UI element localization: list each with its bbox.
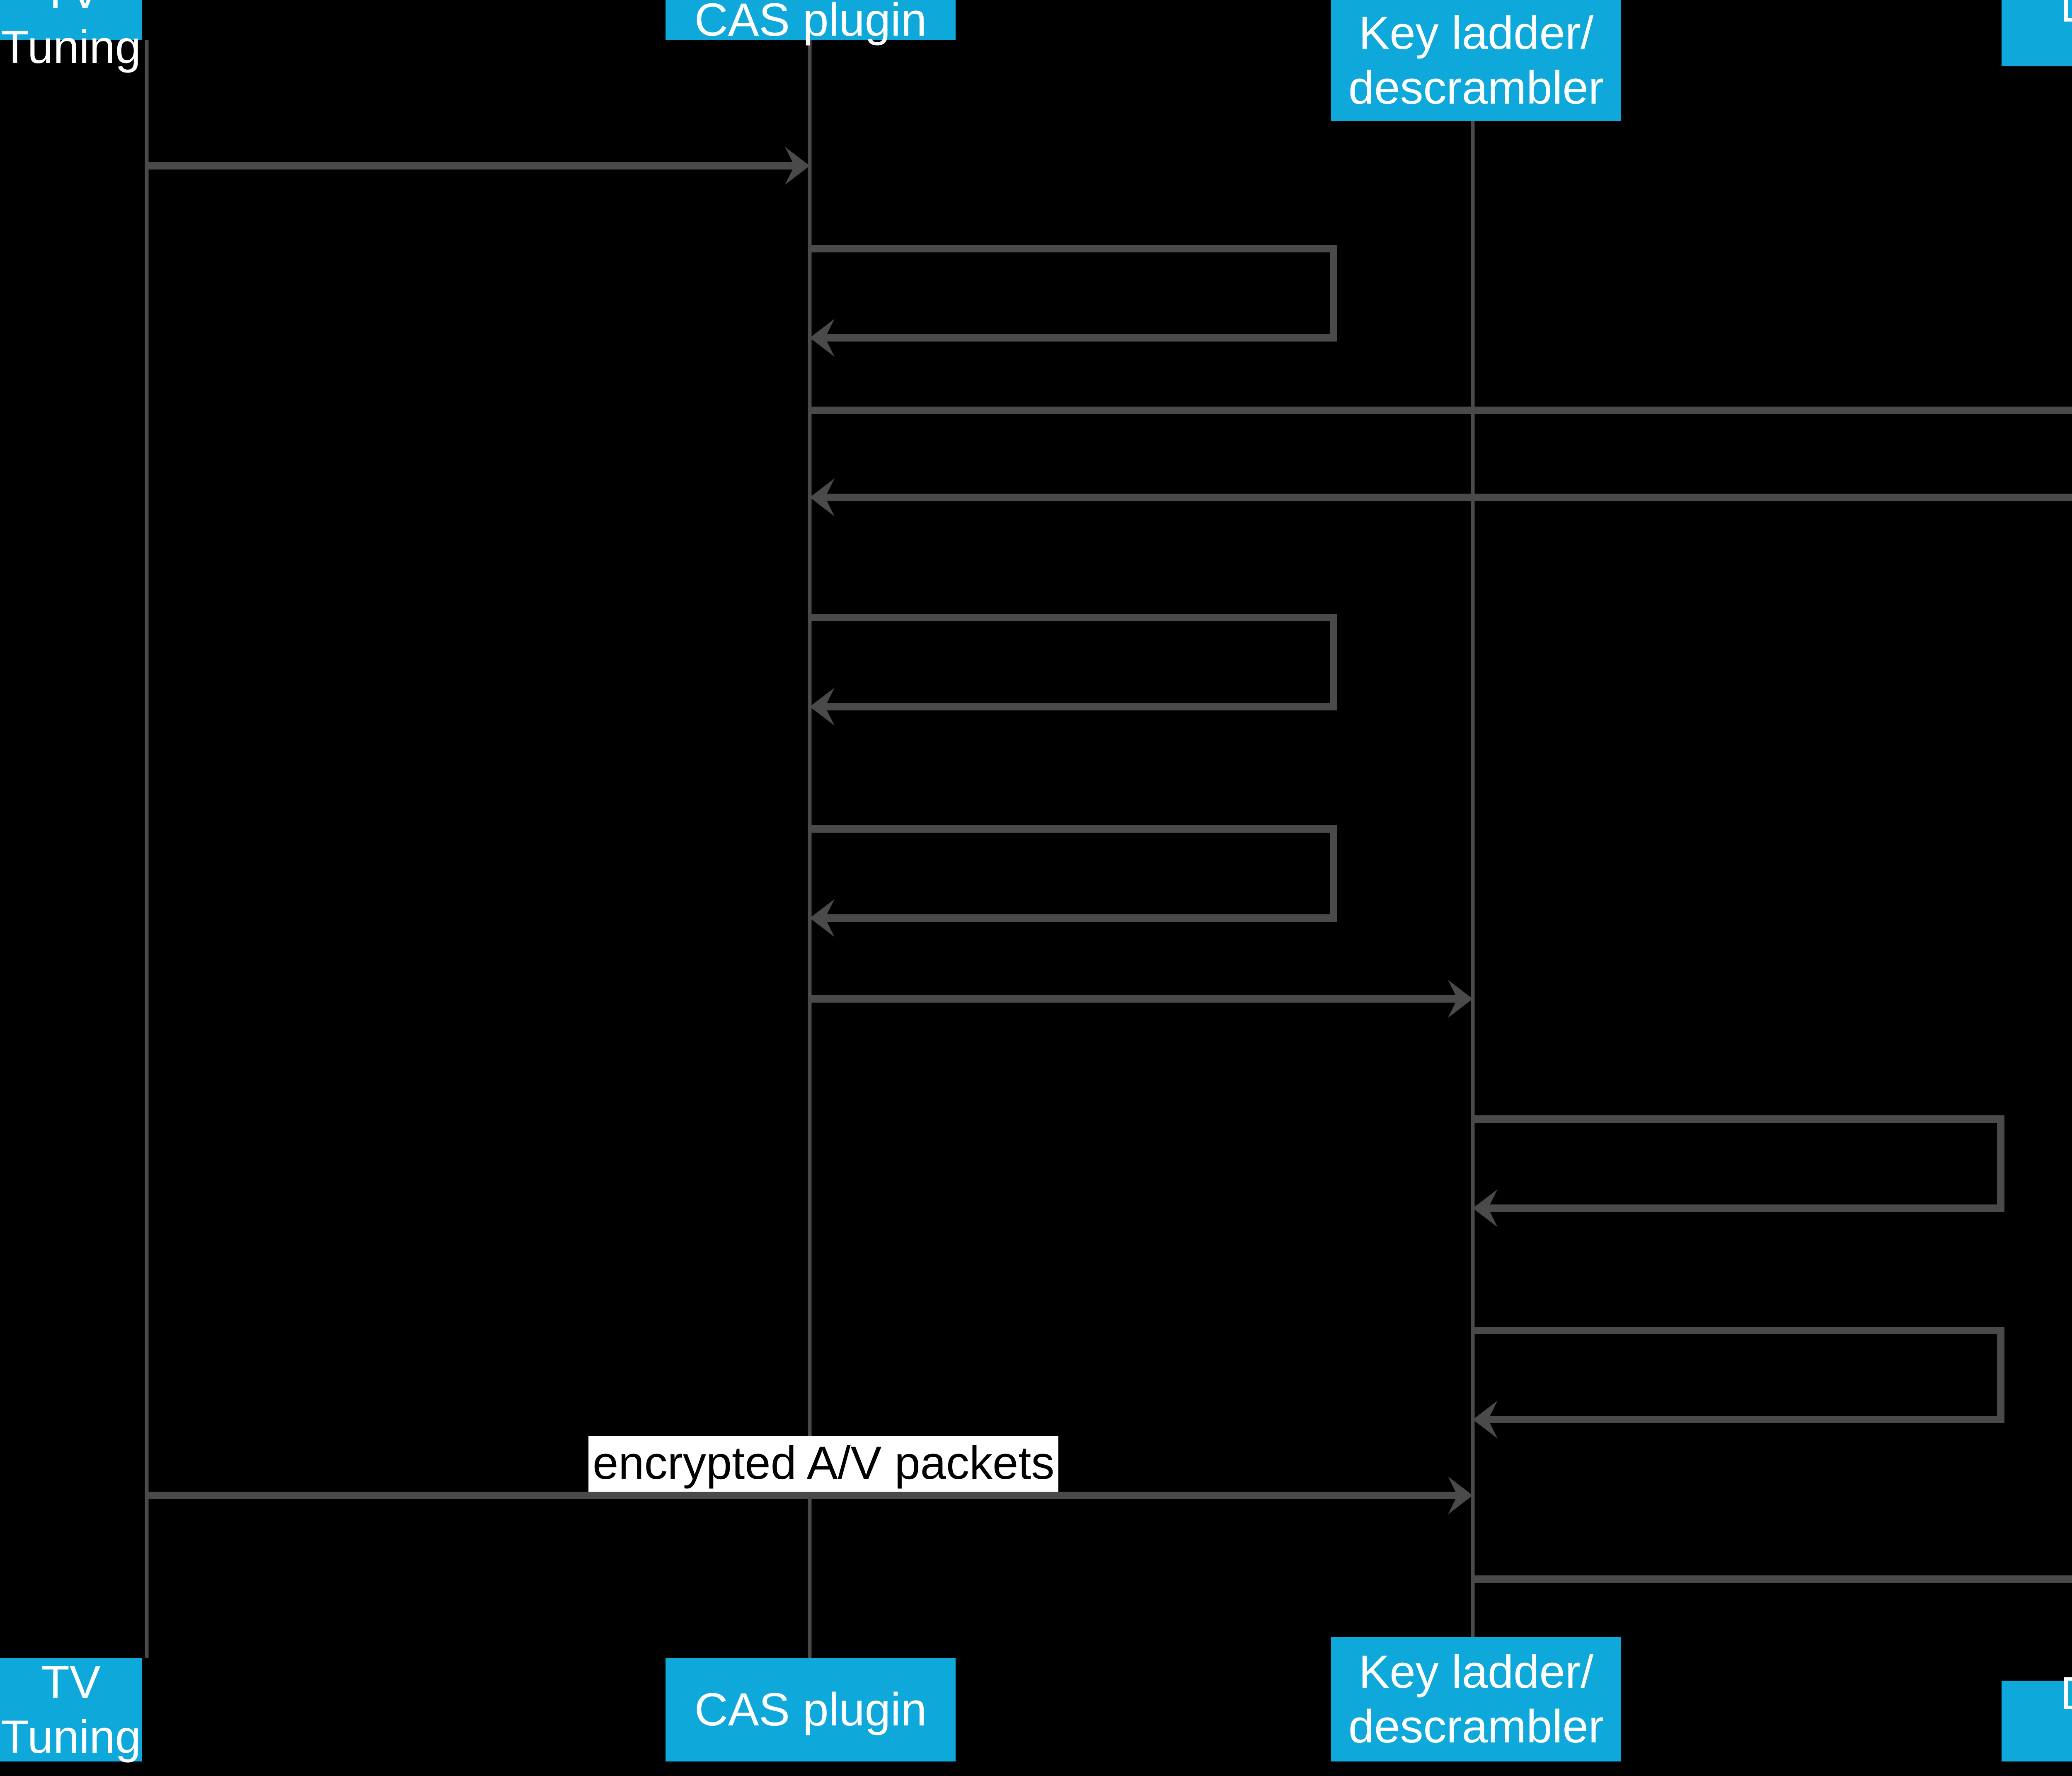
message-msg-9[interactable] [1473, 1327, 2004, 1439]
selfloop-path-msg-9 [1473, 1327, 2004, 1423]
arrowhead-msg-6 [810, 899, 835, 937]
participant-box-tv-tuning-bottom[interactable] [0, 1658, 142, 1761]
participant-box-cas-plugin-top[interactable] [666, 0, 956, 40]
participant-box-key-ladder-descrambler-bottom[interactable] [1331, 1637, 1621, 1761]
message-msg-10[interactable] [147, 1476, 1473, 1514]
arrowhead-msg-2 [810, 319, 835, 357]
message-msg-1[interactable] [147, 147, 810, 185]
message-msg-6[interactable] [810, 825, 1337, 937]
selfloop-path-msg-5 [810, 614, 1337, 710]
arrowhead-msg-10 [1448, 1476, 1473, 1514]
selfloop-path-msg-8 [1473, 1115, 2004, 1212]
message-msg-3[interactable] [810, 391, 2072, 429]
message-label-msg-10: encrypted A/V packets [588, 1436, 1059, 1492]
selfloop-path-msg-2 [810, 245, 1337, 342]
arrowhead-msg-7 [1448, 980, 1473, 1018]
participant-box-key-ladder-descrambler-top[interactable] [1331, 0, 1621, 121]
arrowhead-msg-8 [1473, 1189, 1498, 1227]
lifelines-group [145, 40, 1475, 1658]
message-msg-11[interactable] [1473, 1560, 2072, 1598]
selfloop-path-msg-6 [810, 825, 1337, 922]
arrowhead-msg-9 [1473, 1400, 1498, 1439]
message-msg-2[interactable] [810, 245, 1337, 357]
participant-box-decode-display-bottom[interactable] [2002, 1681, 2072, 1761]
message-msg-5[interactable] [810, 614, 1337, 726]
messages-group [147, 147, 2072, 1598]
message-msg-4[interactable] [810, 478, 2072, 516]
participant-box-tv-tuning-top[interactable] [0, 0, 142, 40]
participant-box-cas-plugin-bottom[interactable] [666, 1658, 956, 1761]
participant-box-decode-display-top[interactable] [2002, 0, 2072, 66]
arrowhead-msg-5 [810, 688, 835, 726]
message-msg-8[interactable] [1473, 1115, 2004, 1227]
arrowhead-msg-4 [810, 478, 835, 516]
arrowhead-msg-1 [785, 147, 810, 185]
message-msg-7[interactable] [810, 980, 1473, 1018]
